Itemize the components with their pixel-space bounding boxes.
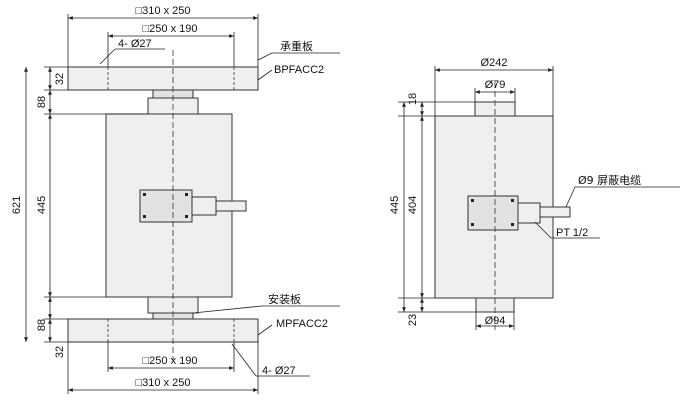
side-bottom-boss-height: 23 xyxy=(407,314,419,326)
dim-bottom-thickness: 32 xyxy=(54,346,66,358)
side-bottom-boss-diameter: Ø94 xyxy=(485,315,506,327)
bottom-holes-label: 4- Ø27 xyxy=(262,365,296,377)
side-cable xyxy=(539,206,571,218)
dim-top-block: 88 xyxy=(36,96,48,108)
top-plate-outer-dim: □310 x 250 xyxy=(136,5,191,17)
side-connector-box xyxy=(467,195,519,231)
bottom-plate-model: MPFACC2 xyxy=(276,318,328,330)
bottom-plate-name: 安装板 xyxy=(268,292,301,306)
dim-bottom-block: 88 xyxy=(36,319,48,331)
bottom-plate-inner-dim: □250 x 190 xyxy=(143,355,198,367)
top-plate-inner-dim: □250 x 190 xyxy=(143,23,198,35)
top-plate-model: BPFACC2 xyxy=(274,64,324,76)
side-top-boss-diameter: Ø79 xyxy=(485,79,506,91)
side-thread-label: PT 1/2 xyxy=(556,227,588,239)
side-top-boss-height: 18 xyxy=(407,93,419,105)
side-view: Ø242 Ø79 18 445 404 23 Ø94 Ø9 屏蔽电缆 PT 1/… xyxy=(389,57,680,330)
side-body-height: 404 xyxy=(407,196,419,214)
cable xyxy=(215,200,247,212)
dim-top-thickness: 32 xyxy=(54,73,66,85)
top-plate xyxy=(67,66,259,91)
dim-total-height: 621 xyxy=(11,196,23,214)
dim-body-height: 445 xyxy=(36,196,48,214)
cable-gland xyxy=(191,196,217,216)
top-plate-name: 承重板 xyxy=(280,39,313,53)
side-cable-gland xyxy=(517,202,541,224)
connector-box xyxy=(139,189,193,223)
top-holes-label: 4- Ø27 xyxy=(118,38,152,50)
side-cable-label: Ø9 屏蔽电缆 xyxy=(578,174,641,187)
front-view: □310 x 250 □250 x 190 4- Ø27 承重板 BPFACC2… xyxy=(11,5,340,394)
bottom-plate xyxy=(67,318,259,343)
side-body-diameter: Ø242 xyxy=(481,57,508,69)
side-total-height: 445 xyxy=(389,196,401,214)
bottom-plate-outer-dim: □310 x 250 xyxy=(136,377,191,389)
